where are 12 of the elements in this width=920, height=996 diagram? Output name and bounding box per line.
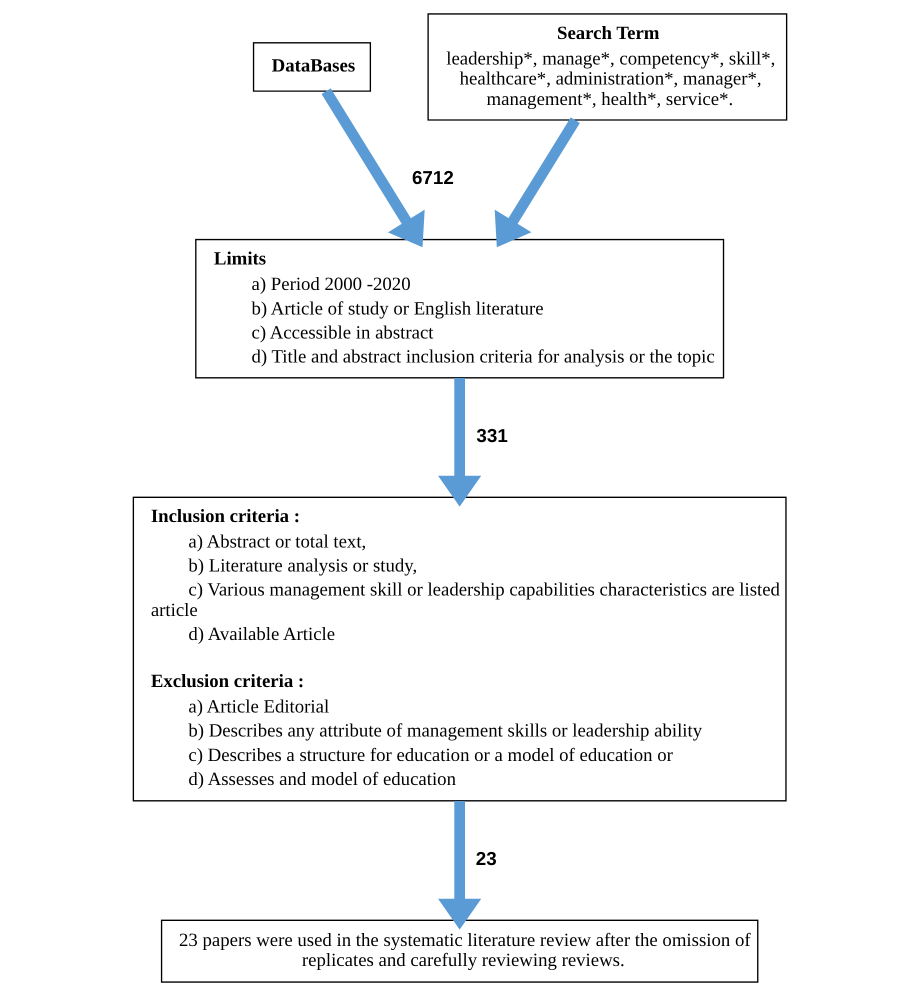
- node-box: Search Term leadership*, manage*, competency*, skill*, healthcare*, administration*, manager*, management*, health*, service*.: [427, 13, 788, 121]
- node-box: DataBases: [252, 42, 372, 92]
- edge-label: 6712: [412, 167, 454, 188]
- arrow: [494, 117, 580, 248]
- node-box: Limits a) Period 2000 -2020 b) Article of study or English literature c) Accessible in abstract d) Title and abstract inclusion criteria for analysis or the topic: [195, 238, 724, 378]
- node-box: 23 papers were used in the systematic literature review after the omission of replicates and carefully reviewing reviews.: [160, 920, 758, 983]
- edge-label: 23: [476, 848, 497, 869]
- node-box: Inclusion criteria : a) Abstract or total text, b) Literature analysis or study, c) Various management skill or leadership capabilities characteristics are listed article d) Available Article Exclusion criteria : a) Article Editorial b) Describes any attribute of management skills or leadership ability c) Describes a structure for education or a model of education or d) Assesses and model of education: [132, 496, 787, 802]
- edge-label: 331: [476, 424, 508, 446]
- arrow: [438, 801, 482, 930]
- arrow: [438, 378, 482, 507]
- arrow: [322, 88, 425, 248]
